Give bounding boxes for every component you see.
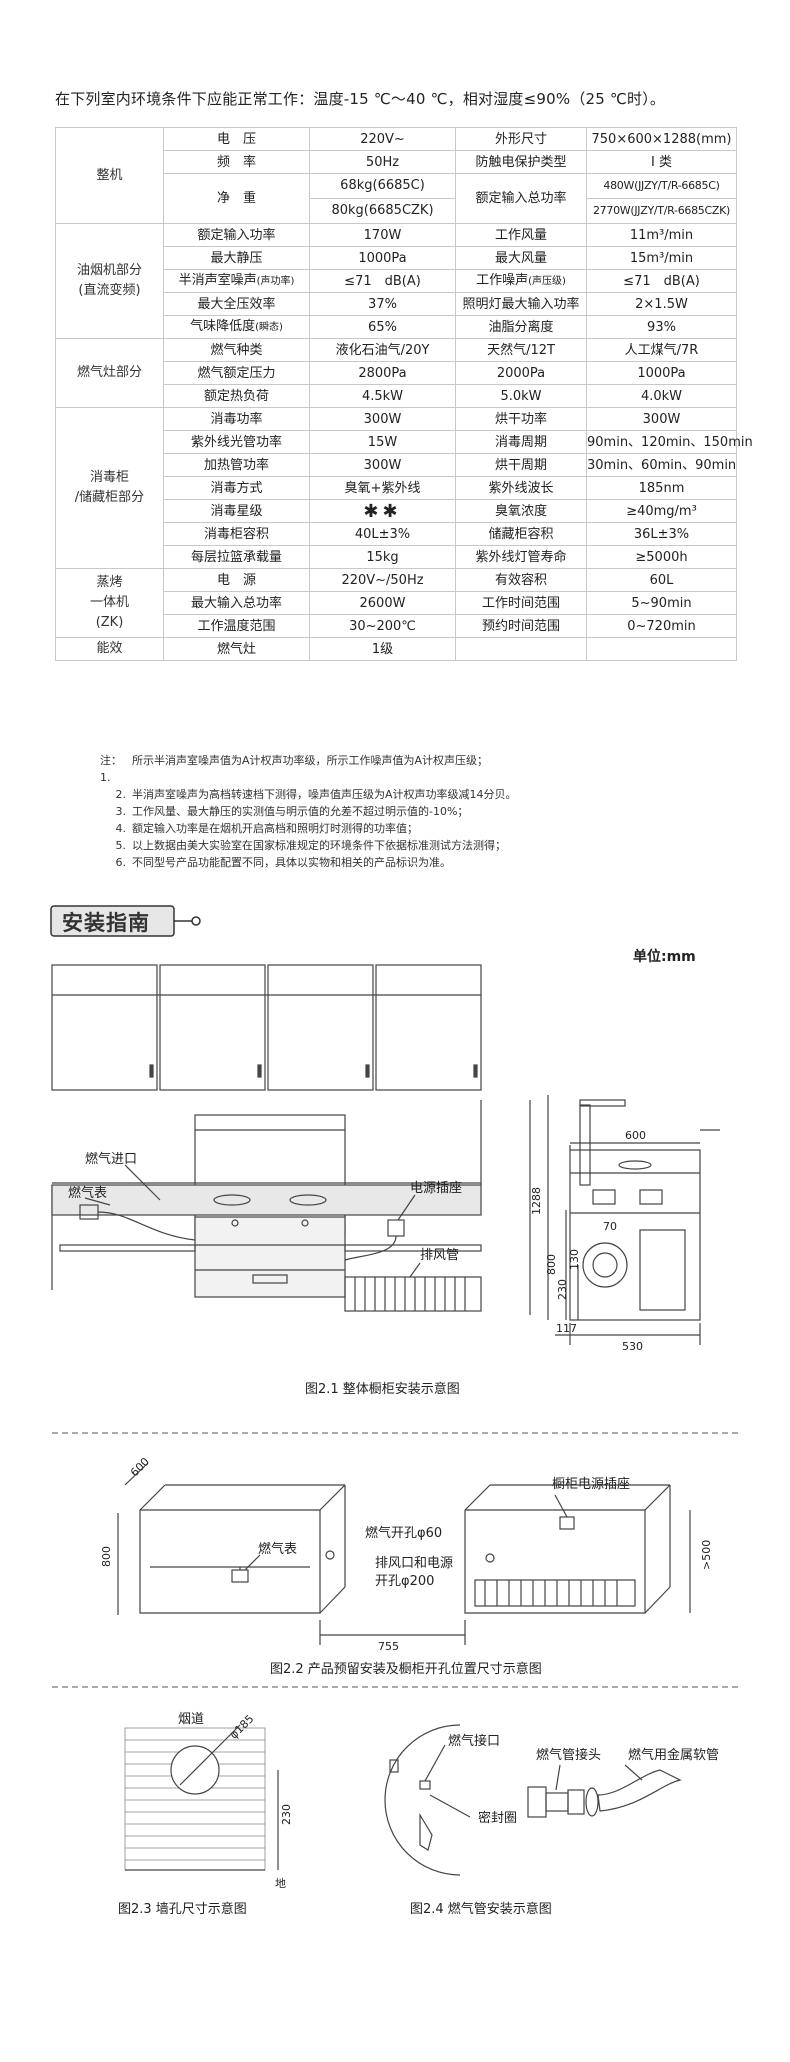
label-gas-meter-2: 燃气表	[258, 1541, 297, 1557]
notes: 注：1.所示半消声室噪声值为A计权声功率级，所示工作噪声值为A计权声压级； 2.…	[100, 754, 517, 869]
spec-table: 整机 电 压 220V~ 外形尺寸 750×600×1288(mm) 频 率 5…	[55, 127, 753, 661]
caption-fig4: 图2.4 燃气管安装示意图	[410, 1901, 552, 1917]
dim-230-wall: 230	[280, 1804, 293, 1825]
star-rating: ✱✱	[309, 499, 456, 523]
section-cabinet: 消毒柜/储藏柜部分	[55, 407, 164, 569]
install-guide-title: 安装指南	[62, 911, 150, 935]
section-steam: 蒸烤一体机(ZK)	[55, 568, 164, 638]
caption-fig3: 图2.3 墙孔尺寸示意图	[118, 1901, 247, 1917]
dim-1288: 1288	[530, 1187, 543, 1215]
label-gas-meter: 燃气表	[68, 1185, 107, 1201]
weight-values: 68kg(6685C)80kg(6685CZK)	[309, 173, 456, 224]
install-diagrams: 燃气进口 燃气表 电源插座 排风管 600 1288 800 70 130 23…	[51, 964, 738, 1917]
dim-600-top: 600	[128, 1455, 152, 1479]
install-guide-tag: 安装指南	[48, 903, 201, 937]
dim-800-cabinet: 800	[100, 1546, 113, 1567]
unit-label: 单位:mm	[633, 949, 696, 965]
label-power-socket: 电源插座	[410, 1181, 462, 1196]
dim-70: 70	[603, 1220, 617, 1233]
section-energy: 能效	[55, 637, 164, 661]
section-hood: 油烟机部分(直流变频)	[55, 223, 164, 339]
label-ground: 地	[275, 1877, 286, 1890]
caption-fig1: 图2.1 整体橱柜安装示意图	[305, 1381, 460, 1397]
dim-230: 230	[556, 1279, 569, 1300]
caption-fig2: 图2.2 产品预留安装及橱柜开孔位置尺寸示意图	[270, 1661, 542, 1677]
label-gas-port: 燃气接口	[448, 1733, 500, 1749]
label-exhaust-pipe: 排风管	[420, 1248, 459, 1263]
label-exhaust-hole-1: 排风口和电源	[375, 1556, 453, 1571]
dim-130: 130	[568, 1249, 581, 1270]
section-machine: 整机	[55, 127, 164, 224]
dim-600-side: 600	[625, 1129, 646, 1142]
label-seal: 密封圈	[478, 1810, 517, 1826]
dim-185: φ185	[227, 1712, 256, 1741]
dim-800: 800	[545, 1254, 558, 1275]
dim-530: 530	[622, 1340, 643, 1353]
label-cabinet-socket: 橱柜电源插座	[552, 1477, 630, 1492]
section-stove: 燃气灶部分	[55, 338, 164, 408]
label-exhaust-hole-2: 开孔φ200	[375, 1574, 434, 1589]
power-values: 480W(JJZY/T/R-6685C)2770W(JJZY/T/R-6685C…	[586, 173, 737, 224]
dim-500: >500	[700, 1540, 713, 1570]
label-gas-inlet: 燃气进口	[85, 1151, 137, 1167]
dim-755: 755	[378, 1640, 399, 1653]
label-pipe-joint: 燃气管接头	[536, 1747, 601, 1763]
dim-117: 117	[556, 1322, 577, 1335]
label-gas-hole: 燃气开孔φ60	[365, 1525, 442, 1541]
intro-text: 在下列室内环境条件下应能正常工作：温度-15 ℃～40 ℃，相对湿度≤90%（2…	[55, 90, 666, 108]
label-flue: 烟道	[178, 1712, 204, 1727]
label-hose: 燃气用金属软管	[628, 1747, 719, 1763]
